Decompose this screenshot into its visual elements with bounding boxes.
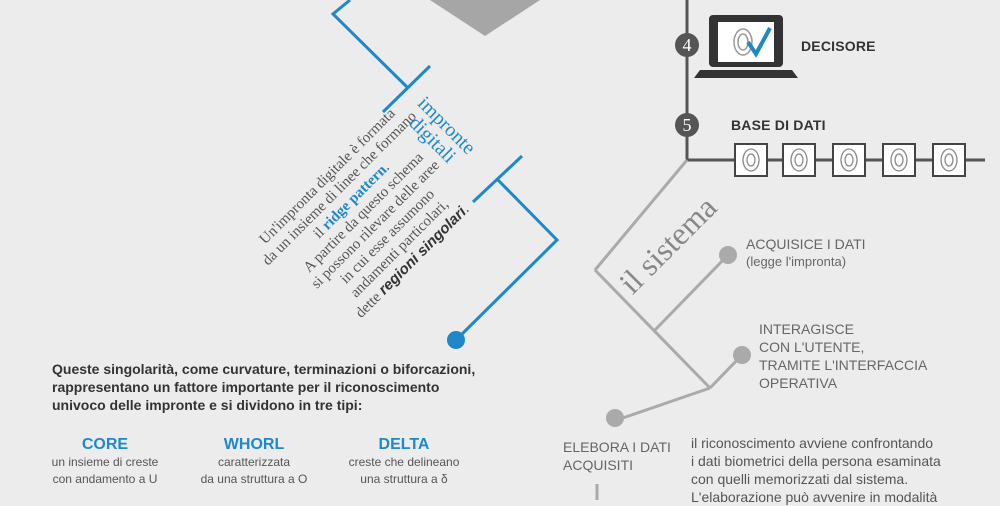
blue-tick-bottom [471,154,524,204]
step-label-decisore: DECISORE [801,38,876,54]
branch-elabora: ELEBORA I DATI ACQUISITI [563,439,671,473]
branch-node-interagisce [733,346,751,364]
database-record-icons [734,143,966,177]
gray-diamond-shape [430,0,540,36]
right-paragraph: il riconoscimento avviene confrontando i… [691,435,941,505]
laptop-fingerprint-icon [694,15,798,78]
branch-node-elabora [606,409,624,427]
type-core: CORE un insieme di creste con andamento … [51,436,159,486]
intro-paragraph: Queste singolarità, come curvature, term… [52,361,476,413]
branch-interagisce: INTERAGISCE CON L'UTENTE, TRAMITE L'INTE… [759,321,928,391]
blue-connector-bottom [454,178,560,342]
branch-acquisisce: ACQUISICE I DATI (legge l'impronta) [746,236,866,269]
step-badge-5: 5 [675,113,699,137]
step-badge-4: 4 [675,33,699,57]
blue-dot [447,331,465,349]
step-label-base-di-dati: BASE DI DATI [731,117,826,133]
blue-connector-top [330,0,410,90]
type-whorl: WHORL caratterizzata da una struttura a … [200,436,308,486]
blue-tick-top [381,64,432,114]
branch-node-acquisisce [719,246,737,264]
type-delta: DELTA creste che delineano una struttura… [348,436,460,486]
